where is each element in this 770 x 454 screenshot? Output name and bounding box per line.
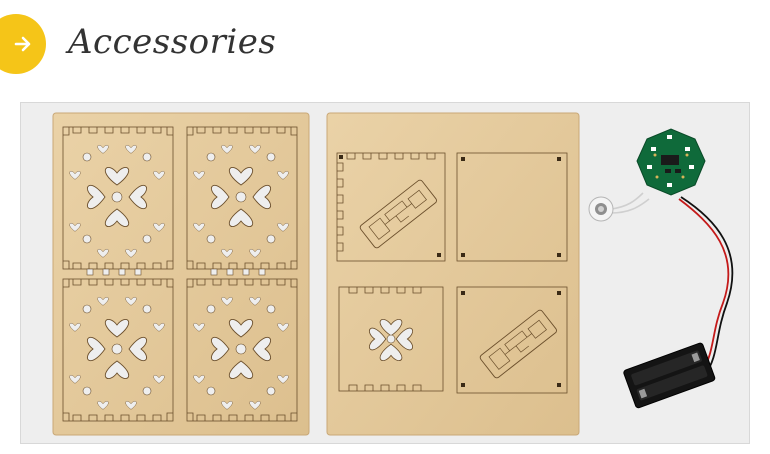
accessories-photo-icon xyxy=(52,112,734,436)
wood-panel-hearts xyxy=(52,112,310,436)
section-header: Accessories xyxy=(0,12,770,76)
section-title: Accessories xyxy=(68,22,277,62)
led-board-with-battery xyxy=(588,128,734,409)
section-badge[interactable] xyxy=(0,14,46,74)
arrow-right-icon xyxy=(14,36,31,52)
product-image-frame xyxy=(20,102,750,444)
wood-panel-mixed xyxy=(326,112,580,436)
